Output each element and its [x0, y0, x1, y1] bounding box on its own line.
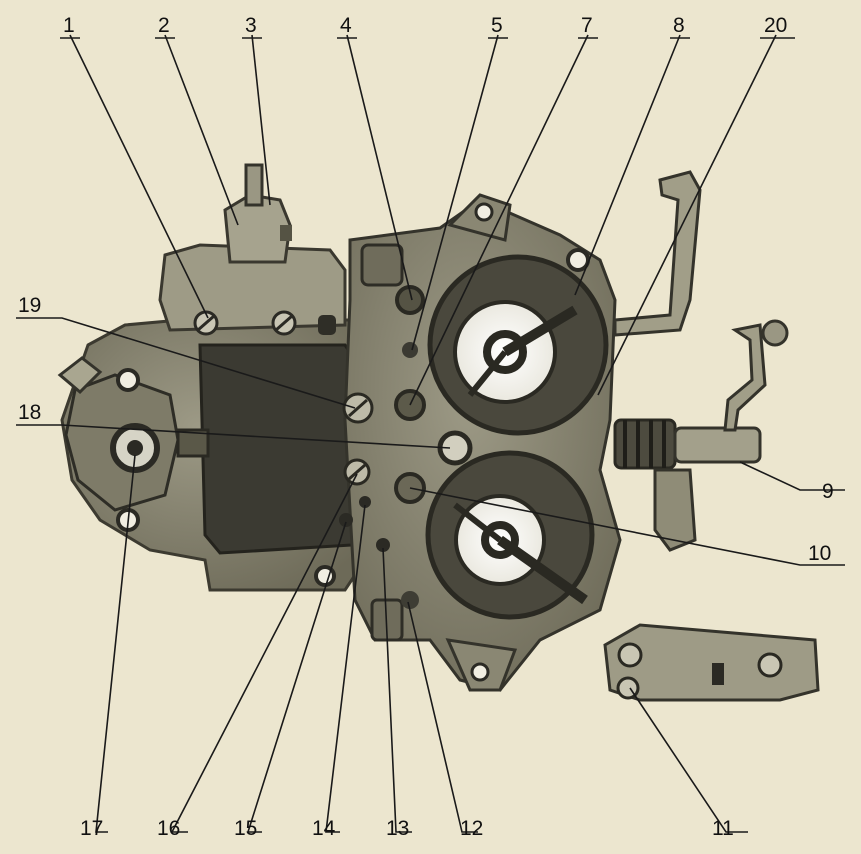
jet-6 — [402, 342, 418, 358]
cable-bracket — [603, 623, 820, 702]
leader-11 — [629, 687, 748, 833]
secondary-throttle-arm — [497, 535, 588, 605]
callout-1: 1 — [63, 14, 75, 37]
leader-12 — [407, 601, 478, 833]
leader-20 — [597, 34, 777, 396]
leader-16 — [170, 473, 358, 833]
callout-labels: 1 2 3 4 5 7 8 20 19 18 9 10 11 12 13 14 … — [18, 14, 834, 840]
bolt-hole — [470, 662, 490, 682]
bolt-hole — [314, 565, 336, 587]
primary-throttle-shaft — [483, 330, 527, 374]
secondary-throttle-arm-2 — [453, 502, 502, 543]
callout-5: 5 — [491, 14, 503, 37]
bolt-hole — [474, 202, 494, 222]
callout-15: 15 — [234, 817, 257, 840]
callout-11: 11 — [712, 817, 734, 840]
leader-13 — [382, 547, 412, 833]
bracket-slot — [712, 663, 724, 685]
leader-10 — [409, 487, 845, 566]
leader-17 — [95, 454, 136, 833]
callout-14: 14 — [312, 817, 336, 840]
jet-15 — [339, 513, 353, 527]
leader-18 — [16, 424, 451, 449]
callout-7: 7 — [581, 14, 593, 37]
callout-10: 10 — [808, 542, 831, 565]
cover-lever — [244, 163, 264, 207]
callout-4: 4 — [340, 14, 352, 37]
leader-5 — [411, 34, 499, 351]
carburetor-body — [57, 163, 820, 702]
callout-20: 20 — [764, 14, 787, 37]
leader-14 — [325, 504, 366, 833]
leader-8 — [574, 34, 681, 296]
leader-lines — [16, 34, 845, 833]
bolt-hole — [116, 368, 140, 392]
leader-3 — [251, 34, 271, 206]
callout-3: 3 — [245, 14, 257, 37]
leader-2 — [164, 34, 239, 226]
top-cover — [158, 243, 347, 332]
callout-8: 8 — [673, 14, 685, 37]
leader-4 — [346, 34, 413, 301]
leader-9 — [739, 461, 845, 491]
throttle-shaft-end — [673, 426, 762, 464]
callout-16: 16 — [157, 817, 180, 840]
screw-slot — [348, 463, 366, 481]
callout-18: 18 — [18, 401, 41, 424]
secondary-throttle-shaft — [481, 521, 519, 559]
throttle-link-rod — [723, 323, 767, 432]
primary-throttle-arm — [502, 305, 578, 357]
callout-17: 17 — [80, 817, 103, 840]
leader-1 — [69, 34, 209, 319]
throttle-sector — [653, 468, 697, 552]
leader-15 — [246, 521, 347, 833]
fuel-inlet-pipe — [57, 356, 103, 395]
bolt-hole — [566, 248, 590, 272]
choke-lever — [613, 170, 702, 337]
callout-19: 19 — [18, 294, 41, 317]
callout-2: 2 — [158, 14, 170, 37]
side-boss — [360, 243, 404, 287]
callout-9: 9 — [822, 480, 834, 503]
screw-slot — [275, 314, 293, 332]
jet-4 — [395, 285, 425, 315]
jet-13 — [376, 538, 390, 552]
cover-slot — [318, 315, 336, 335]
callout-12: 12 — [460, 817, 483, 840]
screw-slot — [197, 314, 215, 332]
link-rod-nut — [761, 319, 789, 347]
cover-clip — [280, 225, 292, 241]
bracket-screw — [617, 642, 643, 668]
callout-13: 13 — [386, 817, 409, 840]
needle-valve-center — [127, 440, 143, 456]
jet-14 — [359, 496, 371, 508]
leader-7 — [409, 34, 589, 406]
jet-12 — [401, 591, 419, 609]
primary-throttle-arm-2 — [467, 350, 508, 397]
float-needle-seat — [176, 428, 210, 458]
bracket-screw — [757, 652, 783, 678]
screw-slot — [348, 398, 368, 418]
leader-19 — [16, 317, 356, 409]
